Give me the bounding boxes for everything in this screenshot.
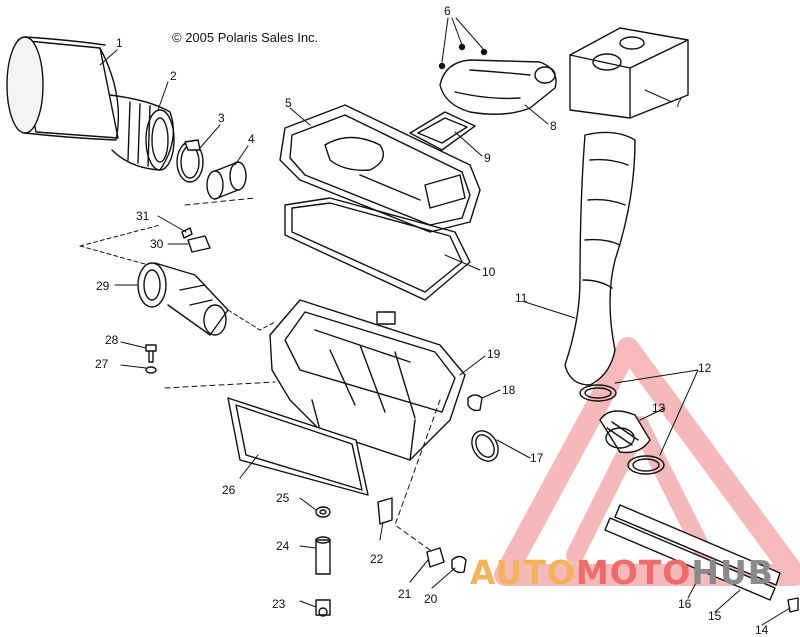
callout-29: 29: [96, 279, 110, 293]
air-filter-element-icon: [6, 36, 120, 141]
hose-clamp-icon: [471, 430, 499, 462]
callout-12: 12: [698, 361, 712, 375]
washer-icon: [145, 366, 157, 374]
callout-14: 14: [755, 623, 769, 637]
callout-13: 13: [652, 401, 666, 415]
callout-24: 24: [276, 539, 290, 553]
callout-10: 10: [482, 265, 496, 279]
watermark-moto: MOTO: [575, 553, 692, 592]
intake-hose-icon: [564, 131, 636, 386]
watermark-hub: HUB: [691, 553, 774, 592]
callout-1: 1: [116, 36, 123, 50]
callout-27: 27: [95, 357, 109, 371]
spacer-icon: [315, 536, 331, 575]
drain-tube-icon: [604, 504, 781, 601]
airbox-cover-icon: [279, 104, 481, 233]
callout-31: 31: [136, 209, 150, 223]
callout-23: 23: [272, 597, 286, 611]
fastener-icon: [315, 599, 331, 617]
drain-cap-icon: [426, 547, 445, 568]
clip-icon: [467, 394, 483, 412]
grommet-icon: [315, 506, 331, 518]
callout-18: 18: [502, 383, 516, 397]
callout-7: 7: [675, 96, 682, 110]
callout-6: 6: [444, 4, 451, 18]
screw-icon: [181, 227, 193, 239]
callout-21: 21: [398, 587, 412, 601]
callout-15: 15: [708, 609, 722, 623]
foam-block-icon: [569, 27, 689, 119]
clip-icon: [451, 555, 467, 574]
callout-28: 28: [105, 333, 119, 347]
watermark-auto: AUTO: [470, 553, 576, 592]
callout-26: 26: [222, 483, 236, 497]
copyright-text: © 2005 Polaris Sales Inc.: [172, 30, 319, 45]
callout-labels: 1 2 3 4 5 6 7 8 9 10 11 12 13 14 15 16 1…: [95, 4, 769, 637]
intake-duct-icon: [439, 59, 557, 115]
callout-16: 16: [678, 597, 692, 611]
duct-seal-icon: [409, 111, 476, 151]
callout-3: 3: [218, 111, 225, 125]
callout-11: 11: [515, 291, 528, 305]
pad-icon: [227, 397, 369, 496]
callout-22: 22: [370, 552, 384, 566]
callout-4: 4: [248, 132, 255, 146]
callout-8: 8: [550, 119, 557, 133]
coupler-icon: [599, 410, 651, 454]
sensor-icon: [187, 235, 211, 253]
bolt-icon: [145, 344, 157, 363]
leader-lines: [79, 17, 791, 626]
bracket-icon: [377, 497, 393, 525]
coupler-ring-icon: [206, 161, 247, 200]
airbox-housing-icon: [269, 299, 466, 461]
throttle-body-icon: [137, 262, 229, 336]
callout-20: 20: [424, 592, 438, 606]
hose-clamp-icon: [176, 139, 204, 183]
callout-25: 25: [276, 491, 290, 505]
watermark-logo: AUTOMOTOHUB: [470, 553, 774, 592]
callout-2: 2: [170, 69, 177, 83]
callout-19: 19: [487, 347, 501, 361]
callout-30: 30: [150, 237, 164, 251]
callout-9: 9: [484, 151, 491, 165]
callout-17: 17: [530, 451, 544, 465]
hose-clamp-icon: [579, 384, 665, 475]
callout-5: 5: [285, 96, 292, 110]
clip-icon: [787, 597, 799, 613]
filter-cage-icon: [109, 94, 175, 171]
